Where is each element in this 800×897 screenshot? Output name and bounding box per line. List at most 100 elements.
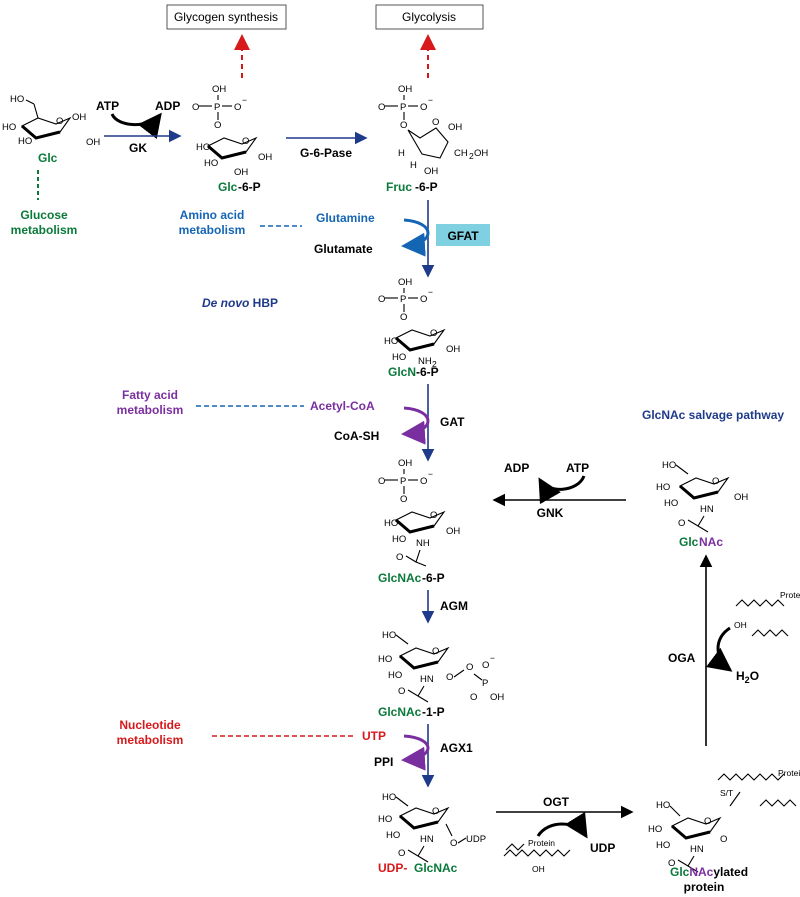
svg-text:HO: HO <box>196 142 210 153</box>
atp-2: ATP <box>566 461 589 475</box>
svg-text:GlcNAc: GlcNAc <box>414 861 458 875</box>
svg-text:HO: HO <box>18 136 32 147</box>
adp-2: ADP <box>504 461 529 475</box>
svg-text:OH: OH <box>448 122 462 133</box>
svg-text:P: P <box>482 678 488 689</box>
glucose-metabolism-line2: metabolism <box>11 223 78 237</box>
fatty-acid-line2: metabolism <box>117 403 184 417</box>
de-novo-hbp: De novo HBP <box>202 296 278 310</box>
svg-text:O: O <box>432 117 439 128</box>
utp-label: UTP <box>362 729 386 743</box>
svg-text:O: O <box>378 102 385 113</box>
glc6p-label: Glc -6-P <box>218 180 261 194</box>
svg-text:O: O <box>450 838 457 849</box>
glycolysis-box: Glycolysis <box>375 4 484 30</box>
svg-text:O: O <box>398 848 405 859</box>
svg-text:O: O <box>378 476 385 487</box>
svg-text:O: O <box>712 476 719 487</box>
glcnac1p-structure: HO O HO HO HN O O O P O − O OH <box>378 630 504 703</box>
glutamine-label: Glutamine <box>316 211 375 225</box>
svg-text:O: O <box>378 294 385 305</box>
svg-text:HN: HN <box>700 504 714 515</box>
acetyl-coa-label: Acetyl-CoA <box>310 399 375 413</box>
svg-text:OH: OH <box>446 344 460 355</box>
svg-text:O: O <box>482 660 489 671</box>
svg-text:OH: OH <box>446 526 460 537</box>
amino-acid-line2: metabolism <box>179 223 246 237</box>
svg-text:OH: OH <box>490 692 504 703</box>
svg-text:OH: OH <box>398 84 412 95</box>
svg-text:P: P <box>214 102 220 113</box>
gfat-box <box>436 224 490 246</box>
svg-text:CH: CH <box>454 148 468 159</box>
svg-text:O: O <box>430 510 437 521</box>
svg-text:-1-P: -1-P <box>422 705 445 719</box>
svg-text:OH: OH <box>532 864 545 874</box>
svg-text:S/T: S/T <box>720 788 733 798</box>
gnk-label: GNK <box>537 506 564 520</box>
svg-text:HN: HN <box>420 834 434 845</box>
svg-text:P: P <box>400 294 406 305</box>
svg-text:HN: HN <box>420 674 434 685</box>
adp-1: ADP <box>155 99 180 113</box>
agm-label: AGM <box>440 599 468 613</box>
svg-text:HO: HO <box>384 336 398 347</box>
agx1-cofactor-arc <box>401 734 430 771</box>
coa-sh-label: CoA-SH <box>334 429 379 443</box>
svg-text:HO: HO <box>656 840 670 851</box>
oga-cofactor-arc <box>706 626 733 672</box>
svg-text:O: O <box>470 692 477 703</box>
svg-text:OH: OH <box>424 166 438 177</box>
svg-text:HO: HO <box>664 498 678 509</box>
svg-text:HO: HO <box>648 824 662 835</box>
glycolysis-label: Glycolysis <box>402 10 456 24</box>
gk-cofactor-arc <box>110 112 162 139</box>
svg-text:HO: HO <box>2 122 16 133</box>
svg-text:GlcNAcylated: GlcNAcylated <box>670 865 748 879</box>
gk-label: GK <box>129 141 147 155</box>
svg-text:O: O <box>432 646 439 657</box>
g6pase-label: G-6-Pase <box>300 146 352 160</box>
svg-text:GlcNAc: GlcNAc <box>378 705 422 719</box>
svg-text:2: 2 <box>469 151 474 161</box>
svg-text:UDP-: UDP- <box>378 861 407 875</box>
svg-text:HO: HO <box>384 518 398 529</box>
glcnac1p-label: GlcNAc -1-P <box>378 705 445 719</box>
svg-text:Glc: Glc <box>679 535 699 549</box>
fruc6p-label: Fruc -6-P <box>386 180 438 194</box>
svg-text:UDP: UDP <box>466 834 486 845</box>
svg-text:P: P <box>400 102 406 113</box>
svg-text:O: O <box>430 328 437 339</box>
svg-text:O: O <box>668 858 675 869</box>
ppi-label: PPI <box>374 755 393 769</box>
svg-text:O: O <box>446 672 453 683</box>
svg-text:GlcN: GlcN <box>388 365 416 379</box>
svg-text:H: H <box>398 148 405 159</box>
svg-text:O: O <box>420 476 427 487</box>
svg-text:O: O <box>420 294 427 305</box>
svg-text:OH: OH <box>734 492 748 503</box>
svg-text:OH: OH <box>86 137 100 148</box>
glcn6p-label: GlcN -6-P <box>388 365 439 379</box>
svg-text:OH: OH <box>258 152 272 163</box>
svg-text:HO: HO <box>382 792 396 803</box>
gnk-cofactor-arc <box>538 475 586 505</box>
svg-text:OH: OH <box>212 84 226 95</box>
svg-text:Fruc: Fruc <box>386 180 412 194</box>
svg-text:Protein: Protein <box>778 768 800 778</box>
svg-text:O: O <box>242 136 249 147</box>
svg-text:HO: HO <box>378 654 392 665</box>
svg-text:OH: OH <box>474 148 488 159</box>
svg-text:-6-P: -6-P <box>238 180 261 194</box>
svg-text:HN: HN <box>690 844 704 855</box>
nucleotide-line1: Nucleotide <box>119 718 181 732</box>
atp-1: ATP <box>96 99 119 113</box>
gat-label: GAT <box>440 415 465 429</box>
svg-text:OH: OH <box>734 620 747 630</box>
svg-text:HO: HO <box>656 482 670 493</box>
udp-glcnac-label: UDP- GlcNAc <box>378 861 458 875</box>
svg-text:O: O <box>192 102 199 113</box>
svg-text:O: O <box>400 312 407 323</box>
gfat-cofactor-arc <box>401 218 430 257</box>
svg-text:HO: HO <box>204 158 218 169</box>
